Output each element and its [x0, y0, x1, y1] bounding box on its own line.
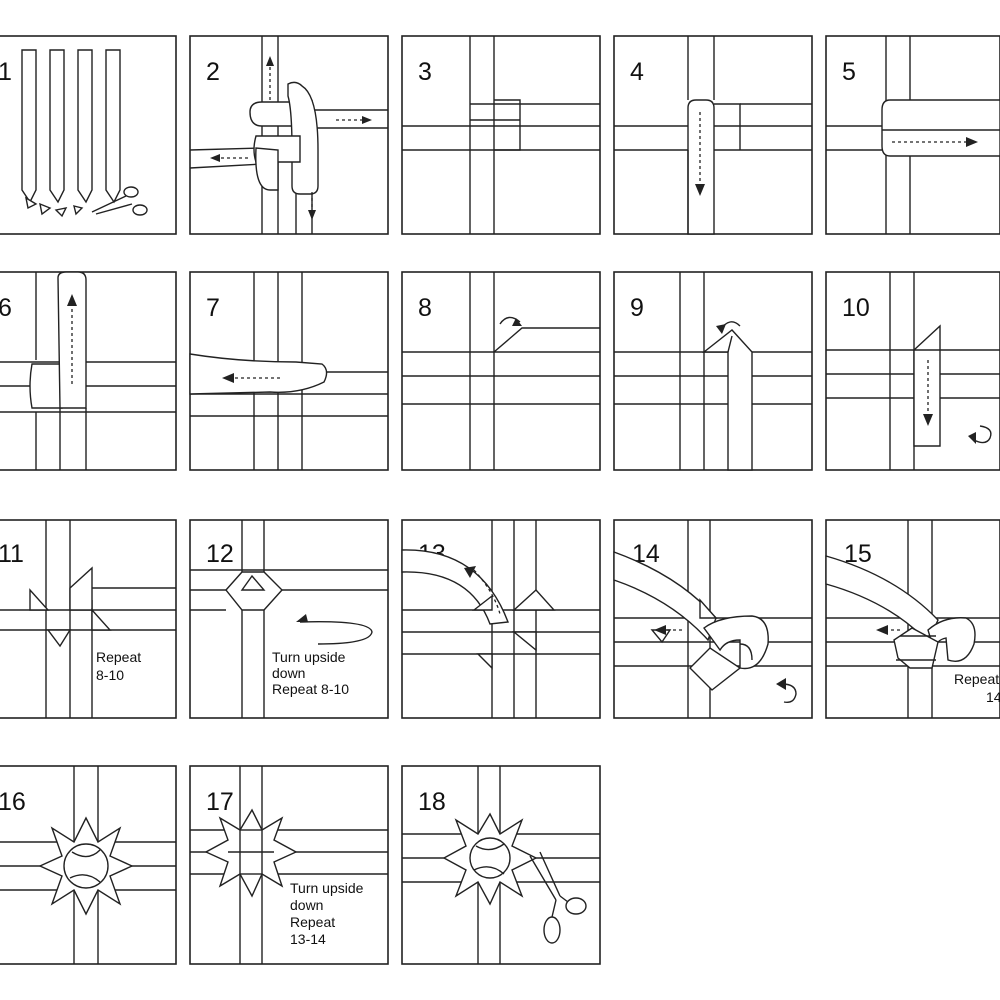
step-number: 16: [0, 788, 26, 816]
step-number: 3: [418, 58, 432, 86]
step-number: 1: [0, 58, 12, 86]
note-line: Turn upside: [290, 880, 364, 896]
step-1-panel: 1: [0, 35, 177, 235]
step-number: 6: [0, 294, 12, 322]
step-5-panel: 5: [825, 35, 1000, 235]
scissors-icon: [529, 851, 587, 944]
step-14-panel: 14: [613, 519, 813, 719]
note-line: Repeat: [954, 671, 999, 687]
step-number: 5: [842, 58, 856, 86]
note-line: 14: [986, 689, 1000, 705]
step-11-panel: 11 Repeat 8-10: [0, 519, 177, 719]
step-13-panel: 13: [401, 519, 601, 719]
step-number: 10: [842, 294, 870, 322]
step-16-panel: 16: [0, 765, 177, 965]
step-7-panel: 7: [189, 271, 389, 471]
step-number: 9: [630, 294, 644, 322]
note-line: 13-14: [290, 931, 326, 947]
step-17-panel: 17 Turn upside down Repeat 13-14: [189, 765, 389, 965]
step-number: 12: [206, 540, 234, 568]
step-2-panel: 2: [189, 35, 389, 235]
step-10-panel: 10: [825, 271, 1000, 471]
step-4-panel: 4: [613, 35, 813, 235]
step-number: 4: [630, 58, 644, 86]
step-6-panel: 6: [0, 271, 177, 471]
scissors-icon: [91, 186, 148, 216]
step-number: 11: [0, 540, 24, 568]
step-number: 7: [206, 294, 220, 322]
step-9-panel: 9: [613, 271, 813, 471]
step-8-panel: 8: [401, 271, 601, 471]
step-3-panel: 3: [401, 35, 601, 235]
step-18-panel: 18: [401, 765, 601, 965]
step-12-panel: 12 Turn upside down Repeat 8-10: [189, 519, 389, 719]
note-line: down: [290, 897, 323, 913]
note-line: Turn upside: [272, 649, 346, 665]
step-number: 17: [206, 788, 234, 816]
paper-strips-illustration: [21, 49, 121, 218]
note-line: Repeat: [290, 914, 335, 930]
step-number: 2: [206, 58, 220, 86]
note-line: Repeat: [96, 649, 141, 665]
step-number: 18: [418, 788, 446, 816]
step-15-panel: 15 Repeat 14: [825, 519, 1000, 719]
note-line: 8-10: [96, 667, 124, 683]
step-number: 8: [418, 294, 432, 322]
note-line: down: [272, 665, 305, 681]
note-line: Repeat 8-10: [272, 681, 349, 697]
